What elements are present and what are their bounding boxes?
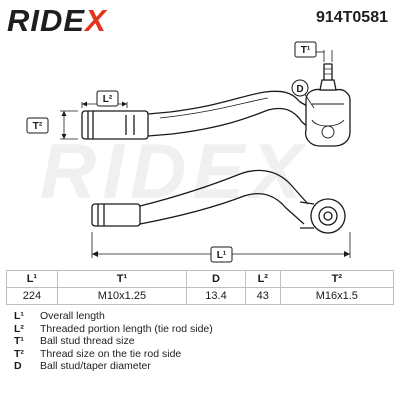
spec-table-value-row: 224 M10x1.25 13.4 43 M16x1.5 (6, 287, 395, 305)
spec-header-t1: T¹ (56, 270, 188, 288)
bottom-ball-head (310, 198, 346, 234)
spec-table: L¹ T¹ D L² T² 224 M10x1.25 13.4 43 M16x1… (6, 270, 395, 305)
spec-table-header-row: L¹ T¹ D L² T² (6, 270, 395, 288)
label-l2: L² (103, 94, 113, 105)
top-ball-housing (304, 88, 351, 147)
legend-symbol: T¹ (14, 335, 24, 348)
brand-text: RIDE (7, 3, 86, 38)
spec-value-l1: 224 (6, 287, 58, 305)
top-thread-sleeve (81, 110, 149, 140)
legend-row: T¹ Ball stud thread size (14, 335, 213, 348)
spec-value-t1: M10x1.25 (56, 287, 188, 305)
legend-description: Thread size on the tie rod side (40, 347, 182, 360)
legend-symbol: D (14, 360, 22, 373)
legend-row: L¹ Overall length (14, 310, 213, 323)
part-number: 914T0581 (315, 9, 388, 26)
legend-row: D Ball stud/taper diameter (14, 360, 213, 373)
top-arm (147, 90, 319, 137)
label-l1: L¹ (217, 250, 227, 261)
spec-value-l2: 43 (244, 287, 281, 305)
bottom-arm (139, 169, 309, 225)
legend-row: L² Threaded portion length (tie rod side) (14, 323, 213, 336)
bottom-thread-sleeve (91, 203, 141, 227)
technical-drawing: L² T² T¹ D L¹ (26, 41, 351, 263)
spec-header-t2: T² (279, 270, 395, 288)
legend-description: Ball stud thread size (40, 335, 135, 348)
spec-value-d: 13.4 (186, 287, 246, 305)
brand-x: X (85, 3, 107, 38)
top-ball-stud (319, 79, 337, 91)
legend-description: Ball stud/taper diameter (40, 360, 151, 373)
spec-header-d: D (186, 270, 246, 288)
legend: L¹ Overall length L² Threaded portion leng… (14, 310, 213, 373)
legend-symbol: L¹ (14, 310, 24, 322)
spec-value-t2: M16x1.5 (279, 287, 395, 305)
spec-header-l1: L¹ (6, 270, 58, 288)
brand-logo: RIDEX (7, 3, 107, 39)
spec-header-l2: L² (244, 270, 281, 288)
label-t1: T¹ (301, 45, 311, 56)
header: RIDEX 914T0581 (0, 0, 400, 38)
legend-description: Overall length (40, 310, 105, 322)
legend-description: Threaded portion length (tie rod side) (40, 322, 213, 335)
legend-symbol: L² (14, 322, 24, 335)
legend-row: T² Thread size on the tie rod side (14, 348, 213, 361)
label-t2: T² (33, 121, 43, 132)
legend-symbol: T² (14, 347, 24, 360)
label-d: D (296, 84, 303, 95)
